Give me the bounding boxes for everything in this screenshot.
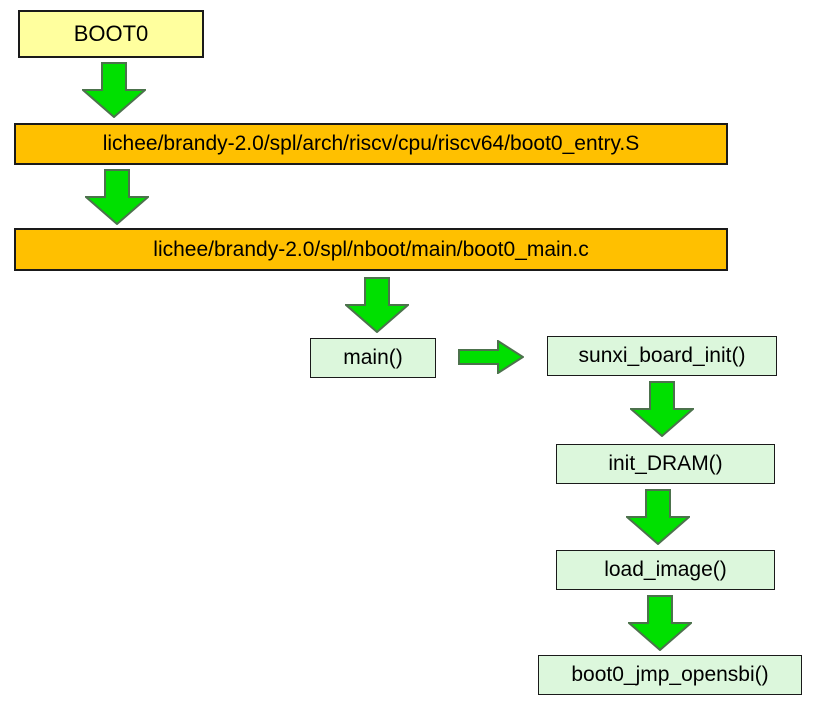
down-arrow-icon bbox=[628, 595, 692, 651]
node-boot0-main-file: lichee/brandy-2.0/spl/nboot/main/boot0_m… bbox=[14, 228, 728, 271]
down-arrow-icon bbox=[85, 169, 149, 225]
node-load-image-function: load_image() bbox=[556, 550, 775, 590]
down-arrow-icon bbox=[82, 62, 146, 118]
down-arrow-icon bbox=[630, 381, 694, 437]
node-boot0-jmp-opensbi-function: boot0_jmp_opensbi() bbox=[538, 655, 802, 695]
node-boot0-entry-file: lichee/brandy-2.0/spl/arch/riscv/cpu/ris… bbox=[14, 123, 728, 165]
node-sunxi-board-init-function: sunxi_board_init() bbox=[547, 336, 777, 376]
down-arrow-icon bbox=[345, 277, 409, 333]
node-main-function: main() bbox=[310, 338, 436, 378]
down-arrow-icon bbox=[626, 489, 690, 545]
right-arrow-icon bbox=[458, 340, 524, 374]
node-init-dram-function: init_DRAM() bbox=[556, 444, 775, 484]
node-boot0: BOOT0 bbox=[18, 10, 204, 58]
